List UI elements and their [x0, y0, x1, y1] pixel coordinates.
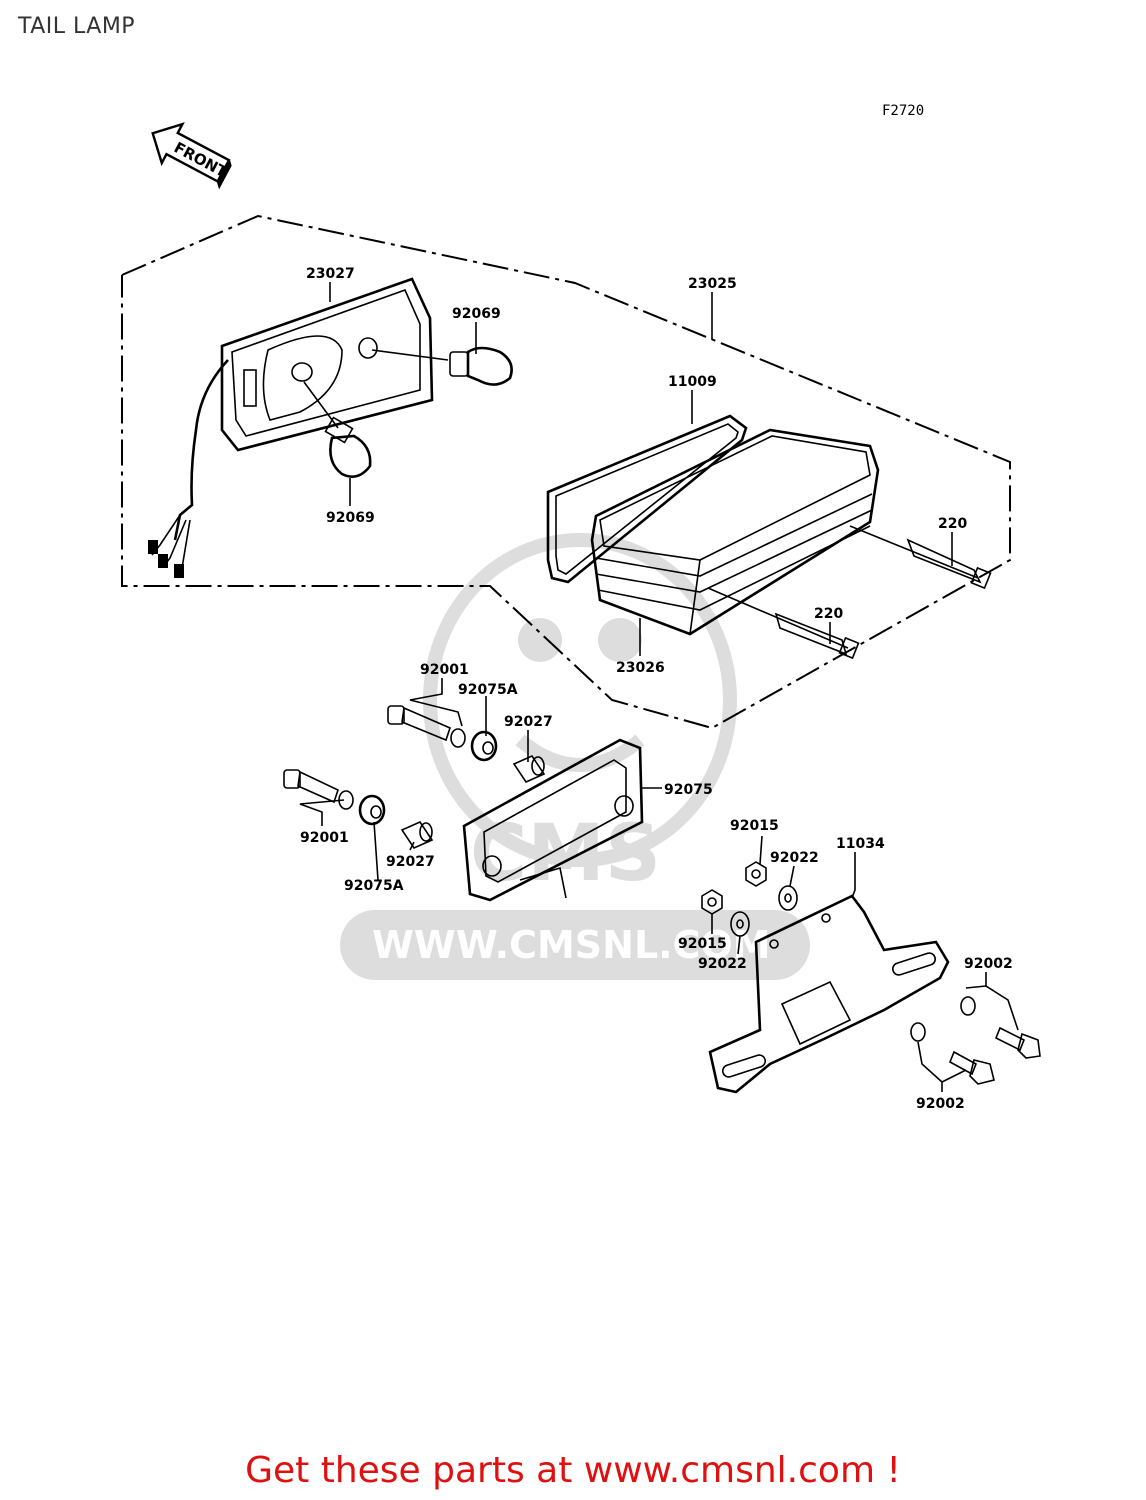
label-washer-lower: 92022	[698, 956, 747, 972]
svg-text:CMS: CMS	[470, 809, 661, 899]
screw-upper-icon	[849, 525, 992, 590]
gasket	[546, 414, 748, 584]
label-bolt-right-lower: 92002	[916, 1096, 965, 1112]
label-lens: 23026	[616, 660, 665, 676]
lamp-housing	[148, 277, 434, 579]
bolt-lower-icon	[283, 769, 354, 810]
leader-lines	[299, 282, 1019, 1092]
part-labels: 23027 23025 92069 92069 11009 23026 220 …	[300, 266, 1013, 1112]
watermark: CMS WWW.CMSNL.COM	[340, 533, 810, 980]
label-collar-upper: 92027	[504, 714, 553, 730]
label-bracket: 11034	[836, 836, 885, 852]
label-bolt-upper: 92001	[420, 662, 469, 678]
label-bolt-lower: 92001	[300, 830, 349, 846]
bracket	[708, 894, 950, 1094]
collar-lower-icon	[400, 820, 434, 850]
collar-upper-icon	[512, 754, 546, 784]
label-screw-lower: 220	[814, 606, 843, 622]
tail-lamp-diagram: CMS WWW.CMSNL.COM F2720 FRONT	[121, 103, 1041, 1112]
bolt-right-lower-icon	[910, 1022, 995, 1085]
damper	[462, 738, 644, 902]
label-grommet-lower: 92075A	[344, 878, 404, 894]
label-washer-upper: 92022	[770, 850, 819, 866]
assembly-boundary	[121, 214, 1011, 730]
ref-code: F2720	[882, 103, 924, 119]
nut-lower-icon	[701, 889, 723, 915]
page-title: TAIL LAMP	[18, 14, 136, 39]
bolt-right-upper-icon	[960, 996, 1041, 1059]
bolt-upper-icon	[387, 705, 466, 748]
footer-cta-link[interactable]: Get these parts at www.cmsnl.com !	[245, 1450, 901, 1491]
label-screw-upper: 220	[938, 516, 967, 532]
label-lamp-case: 23027	[306, 266, 355, 282]
front-arrow-icon: FRONT	[151, 122, 232, 190]
nut-upper-icon	[745, 861, 767, 887]
label-nut-upper: 92015	[730, 818, 779, 834]
washer-upper-icon	[778, 885, 798, 911]
label-grommet-upper: 92075A	[458, 682, 518, 698]
bulb-lower-icon	[303, 381, 372, 478]
label-tail-lamp-assy: 23025	[688, 276, 737, 292]
screw-lower-icon	[707, 587, 860, 660]
bulb-upper-icon	[371, 346, 513, 386]
label-bulb-upper: 92069	[452, 306, 501, 322]
label-nut-lower: 92015	[678, 936, 727, 952]
label-damper: 92075	[664, 782, 713, 798]
label-collar-lower: 92027	[386, 854, 435, 870]
label-bulb-lower: 92069	[326, 510, 375, 526]
grommet-upper-icon	[470, 730, 498, 762]
lens	[590, 428, 880, 636]
watermark-text: WWW.CMSNL.COM	[372, 923, 771, 967]
label-gasket: 11009	[668, 374, 717, 390]
grommet-lower-icon	[358, 794, 386, 826]
label-bolt-right-upper: 92002	[964, 956, 1013, 972]
